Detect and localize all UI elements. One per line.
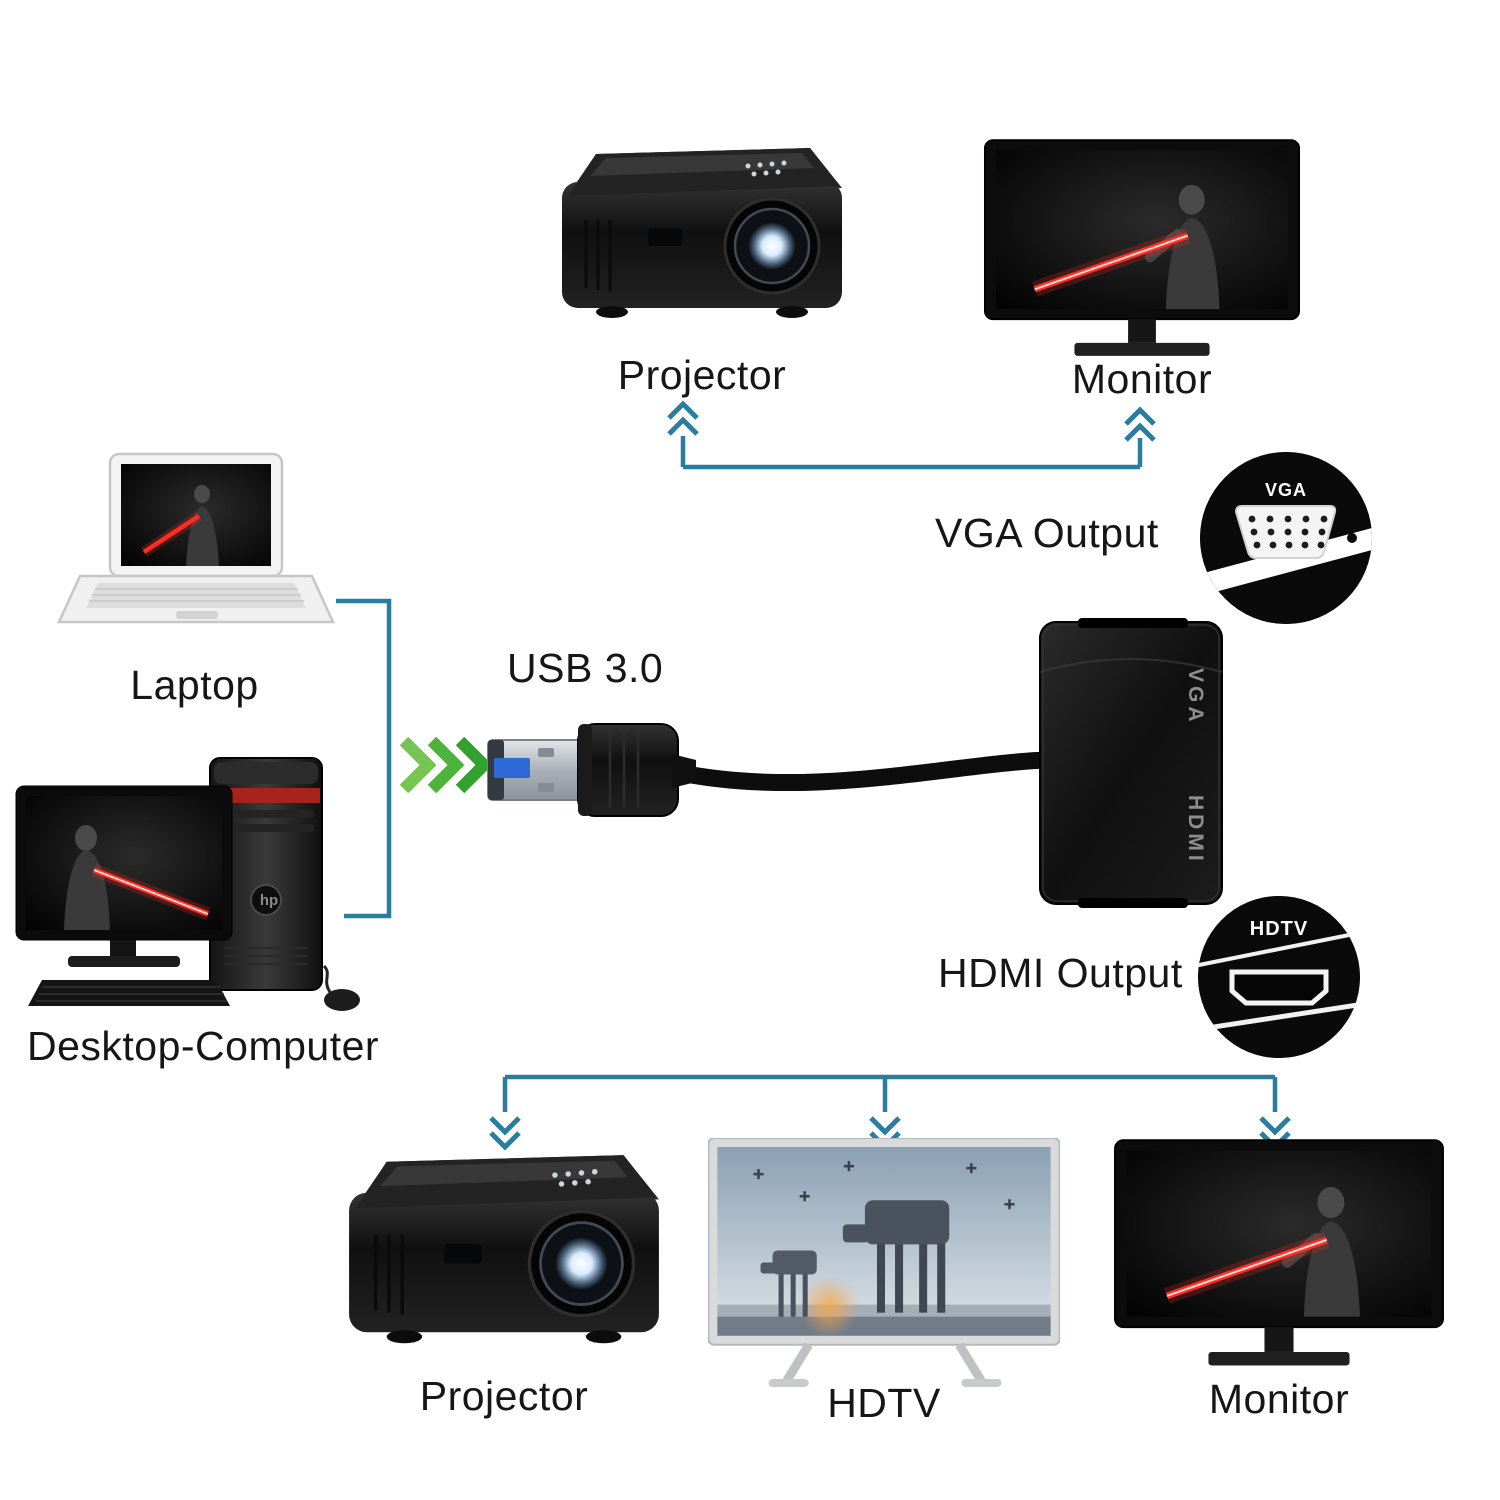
- mouse: [324, 989, 360, 1011]
- walker-large: [842, 1200, 950, 1313]
- adapter-hdmi-port-label: HDMI: [1184, 795, 1207, 865]
- up-arrow-to-monitor-icon: [1124, 406, 1156, 442]
- walker-small: [760, 1250, 817, 1317]
- adapter-cable: [667, 751, 1055, 792]
- vga-output-label: VGA Output: [935, 510, 1159, 556]
- bottom-monitor-label: Monitor: [1208, 1376, 1350, 1422]
- usb-plug-body: [577, 723, 679, 817]
- adapter-hdmi-slot: [1078, 898, 1188, 908]
- adapter-vga-slot: [1078, 618, 1188, 628]
- tower-logo-text: hp: [259, 892, 279, 909]
- keyboard: [28, 980, 230, 1006]
- hdtv-label: HDTV: [827, 1380, 941, 1426]
- down-arrow-to-projector-icon: [489, 1116, 521, 1151]
- vga-connector-badge: VGA: [1264, 480, 1307, 500]
- usb-adapter-illustration: [487, 618, 1223, 908]
- top-projector-label: Projector: [617, 352, 787, 398]
- bottom-projector-label: Projector: [419, 1373, 589, 1419]
- top-projector-illustration: [562, 148, 842, 318]
- hdmi-connector-illustration: [1198, 896, 1360, 1058]
- top-monitor-label: Monitor: [1071, 356, 1213, 402]
- usb3-blue-tongue: [494, 758, 530, 778]
- green-arrows-icon: [399, 736, 493, 794]
- projector-indicator-dots: [745, 160, 787, 177]
- hdmi-port-icon: [1229, 969, 1329, 1006]
- laptop-label: Laptop: [130, 662, 259, 708]
- desktop-illustration: [15, 757, 360, 1011]
- adapter-vga-port-label: VGA: [1184, 668, 1207, 726]
- hdmi-connector-badge: HDTV: [1249, 918, 1309, 940]
- hdmi-output-label: HDMI Output: [938, 950, 1183, 996]
- usb-label: USB 3.0: [507, 645, 664, 691]
- projector-lens: [748, 222, 796, 270]
- up-arrow-to-projector-icon: [667, 400, 699, 436]
- tower-logo-icon: [250, 884, 282, 916]
- hdtv-illustration: [708, 1138, 1060, 1387]
- bottom-projector-illustration: [349, 1155, 659, 1344]
- starfighters: [753, 1161, 1015, 1210]
- desktop-label: Desktop-Computer: [27, 1023, 380, 1069]
- bottom-monitor-illustration: [1114, 1139, 1444, 1366]
- top-monitor-illustration: [983, 139, 1301, 356]
- source-bracket-line: [336, 598, 392, 919]
- vga-connector-illustration: [1200, 452, 1372, 624]
- lightsaber-beam: [1032, 228, 1191, 297]
- laptop-illustration: [57, 452, 335, 624]
